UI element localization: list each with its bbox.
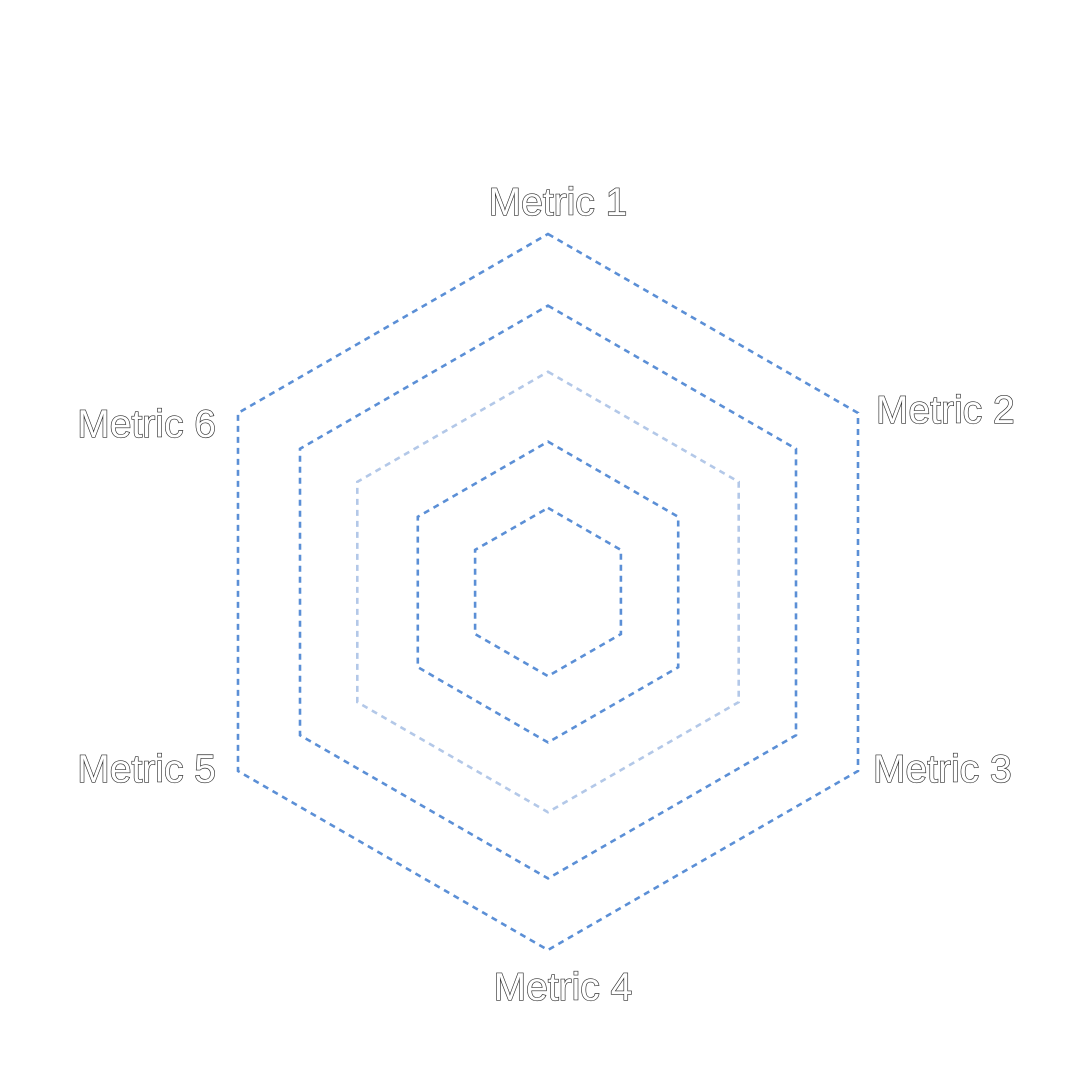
axis-label-metric-4: Metric 4 (494, 966, 633, 1009)
grid-ring-4 (298, 304, 798, 880)
axis-label-metric-3: Metric 3 (873, 748, 1012, 791)
axis-label-metric-6: Metric 6 (77, 403, 216, 446)
grid-ring-5 (236, 232, 860, 952)
axis-label-metric-1: Metric 1 (489, 181, 628, 224)
axis-label-metric-2: Metric 2 (876, 389, 1015, 432)
grid-ring-1 (473, 506, 623, 678)
radar-grid (236, 232, 860, 952)
axis-labels: Metric 1 Metric 2 Metric 3 Metric 4 Metric 5… (77, 180, 1016, 1009)
axis-label-metric-5: Metric 5 (77, 748, 216, 791)
grid-ring-3 (355, 370, 741, 814)
grid-ring-2 (416, 440, 680, 744)
